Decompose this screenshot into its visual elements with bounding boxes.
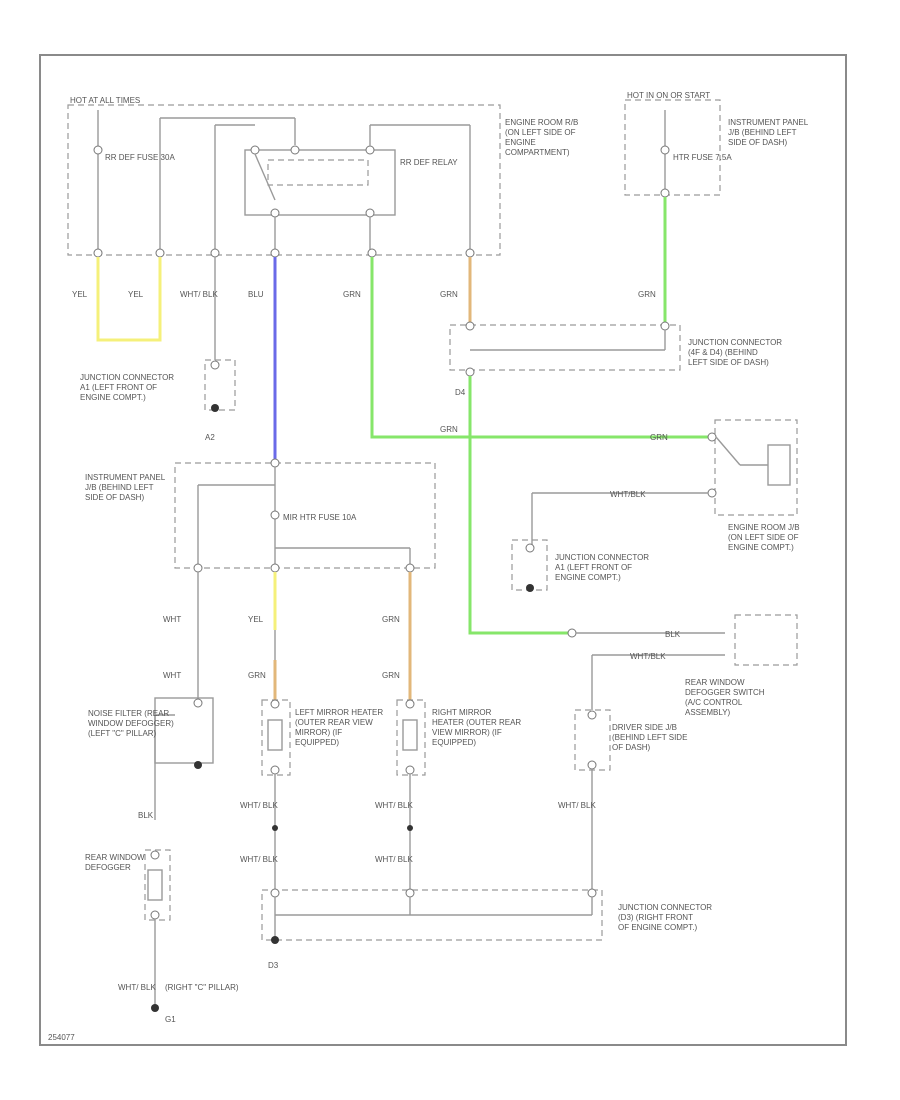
wht-blk-l-label: WHT/ BLK (240, 801, 278, 810)
blk-label-1: BLK (138, 811, 154, 820)
grn-label-3: GRN (382, 615, 400, 624)
yellow-wire-loop (96, 257, 162, 342)
wht-blk-switch-label: WHT/BLK (630, 652, 666, 661)
blu-label: BLU (248, 290, 264, 299)
rr-def-fuse-label: RR DEF FUSE 30A (105, 153, 175, 162)
wht-blk-bottom-label: WHT/ BLK (118, 983, 156, 992)
hot-in-on-label: HOT IN ON OR START (627, 91, 710, 100)
figure-id-label: 254077 (48, 1033, 75, 1042)
wht-label-1: WHT (163, 615, 181, 624)
wht-blk-r-label: WHT/ BLK (375, 801, 413, 810)
g1-label: G1 (165, 1015, 176, 1024)
blk-switch-label: BLK (665, 630, 681, 639)
engine-room-rb-box (67, 104, 501, 256)
rr-def-relay-label: RR DEF RELAY (400, 158, 458, 167)
a2-label: A2 (205, 433, 215, 442)
green-wire-left (370, 257, 710, 439)
wht-blk-top-label: WHT/ BLK (180, 290, 218, 299)
wht-blk-r2-label: WHT/ BLK (375, 855, 413, 864)
grn-right-label: GRN (638, 290, 656, 299)
grn-label-5: GRN (382, 671, 400, 680)
hot-label: HOT AT ALL TIMES (70, 96, 140, 105)
grn-tan-label: GRN (440, 290, 458, 299)
diagram-frame (39, 54, 847, 1046)
grn-label-4: GRN (248, 671, 266, 680)
mir-htr-fuse-label: MIR HTR FUSE 10A (283, 513, 357, 522)
yel-label-3: YEL (248, 615, 264, 624)
htr-fuse-label: HTR FUSE 7.5A (673, 153, 732, 162)
yel-label-1: YEL (72, 290, 88, 299)
grn-mid2-label: GRN (650, 433, 668, 442)
wht-label-2: WHT (163, 671, 181, 680)
grn-mid-label: GRN (440, 425, 458, 434)
wht-blk-l2-label: WHT/ BLK (240, 855, 278, 864)
d3-label: D3 (268, 961, 279, 970)
right-c-pillar-label: (RIGHT "C" PILLAR) (165, 983, 239, 992)
wht-blk-mid-label: WHT/BLK (610, 490, 646, 499)
grn-top-label: GRN (343, 290, 361, 299)
wht-blk-d-label: WHT/ BLK (558, 801, 596, 810)
yel-label-2: YEL (128, 290, 144, 299)
fuse-terminal (93, 145, 103, 155)
d4-label: D4 (455, 388, 466, 397)
green-wire-down (468, 376, 568, 635)
